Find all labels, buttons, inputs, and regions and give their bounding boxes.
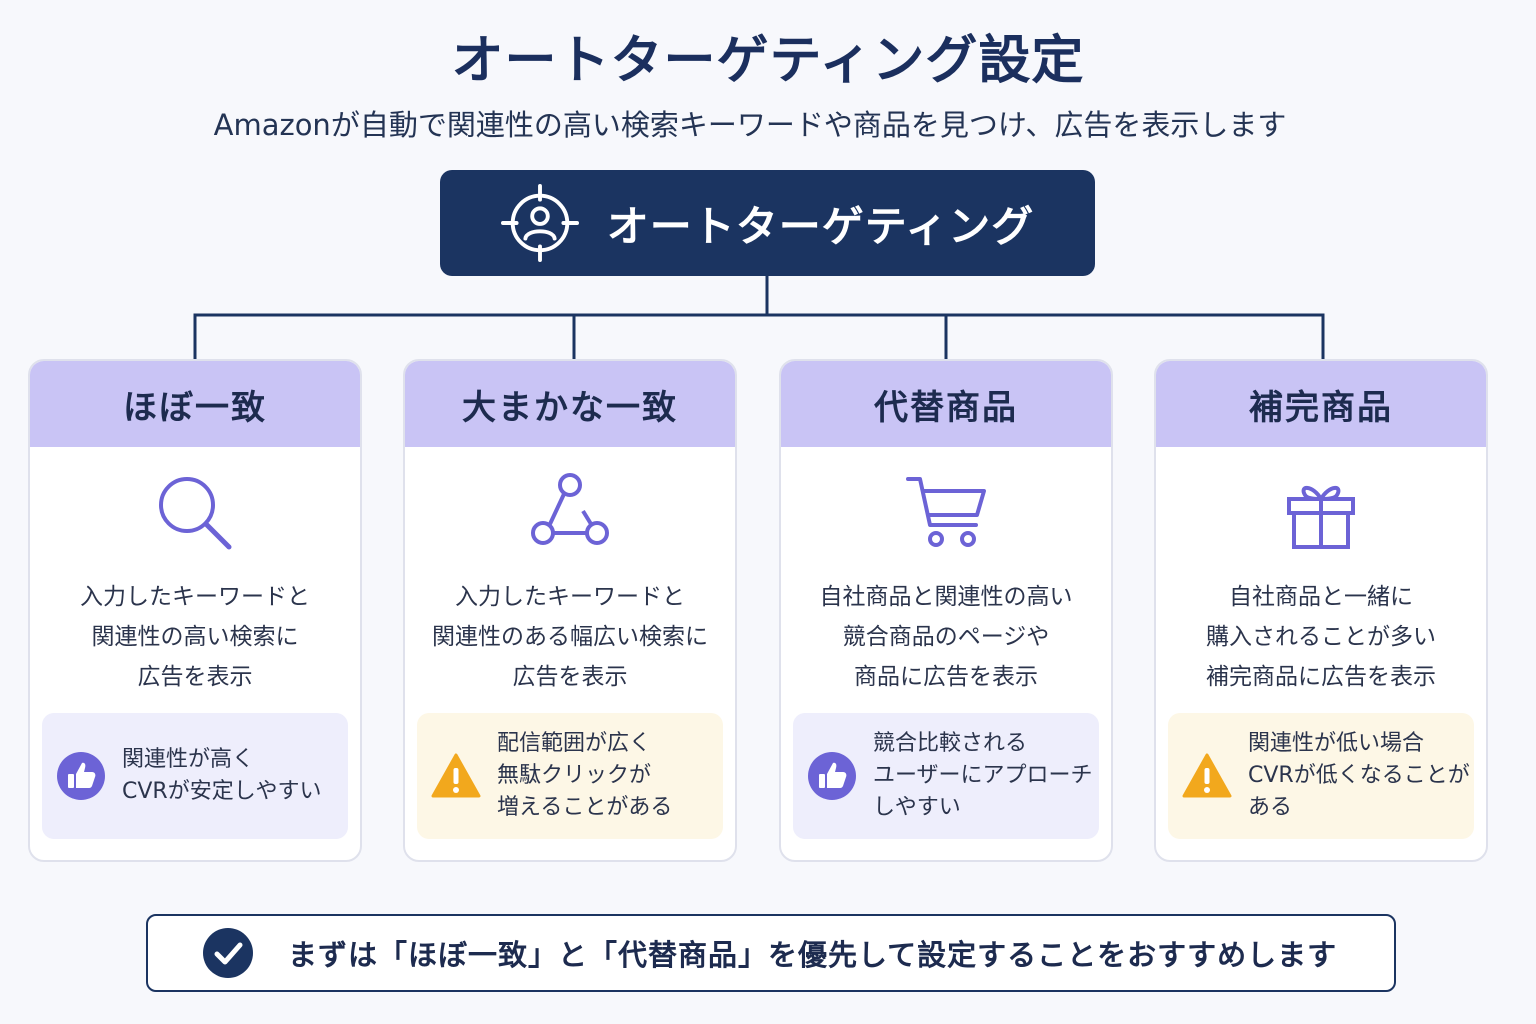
root-node: オートターゲティング [440, 170, 1095, 276]
card-description: 自社商品と関連性の高い 競合商品のページや 商品に広告を表示 [819, 584, 1073, 690]
card-description: 入力したキーワードと 関連性のある幅広い検索に 広告を表示 [432, 584, 708, 690]
card-substitute-products: 代替商品 自社商品と関連性の高い 競合商品のページや 商品に広告を表示 競合比較… [779, 359, 1113, 862]
card-header: 大まかな一致 [405, 361, 735, 447]
card-header: 補完商品 [1156, 361, 1486, 447]
root-label: オートターゲティング [606, 201, 1035, 251]
note-box: 関連性が高く CVRが安定しやすい [42, 713, 348, 839]
note-box: 関連性が低い場合 CVRが低くなることが ある [1168, 713, 1474, 839]
warning-icon [431, 753, 481, 798]
card-phrase-match: ほぼ一致 入力したキーワードと 関連性の高い検索に 広告を表示 関連性が高く C… [28, 359, 362, 862]
card-broad-match: 大まかな一致 入力したキーワードと 関連性のある幅広い検索に 広告を表示 配信範… [403, 359, 737, 862]
check-circle-icon [203, 928, 253, 978]
thumbs-up-icon [57, 752, 105, 800]
note-text: 配信範囲が広く 無駄クリックが 増えることがある [497, 731, 673, 820]
card-complement-products: 補完商品 自社商品と一緒に 購入されることが多い 補完商品に広告を表示 関連性が… [1154, 359, 1488, 862]
cart-icon [906, 477, 986, 547]
page-subtitle: Amazonが自動で関連性の高い検索キーワードや商品を見つけ、広告を表示します [213, 108, 1287, 142]
gift-icon [1287, 486, 1355, 549]
page-title: オートターゲティング設定 [451, 31, 1085, 91]
target-user-icon [500, 184, 579, 262]
note-box: 競合比較される ユーザーにアプローチ しやすい [793, 713, 1099, 839]
note-text: 関連性が低い場合 CVRが低くなることが ある [1248, 731, 1470, 820]
note-text: 関連性が高く CVRが安定しやすい [122, 747, 322, 804]
recommendation-text: まずは「ほぼ一致」と「代替商品」を優先して設定することをおすすめします [288, 938, 1338, 972]
card-header: ほぼ一致 [30, 361, 360, 447]
warning-icon [1182, 753, 1232, 798]
search-icon [159, 477, 232, 550]
thumbs-up-icon [808, 752, 856, 800]
network-icon [531, 473, 609, 545]
recommendation-banner: まずは「ほぼ一致」と「代替商品」を優先して設定することをおすすめします [146, 914, 1396, 992]
note-box: 配信範囲が広く 無駄クリックが 増えることがある [417, 713, 723, 839]
card-description: 入力したキーワードと 関連性の高い検索に 広告を表示 [80, 584, 310, 690]
card-description: 自社商品と一緒に 購入されることが多い 補完商品に広告を表示 [1206, 584, 1436, 690]
card-header: 代替商品 [781, 361, 1111, 447]
note-text: 競合比較される ユーザーにアプローチ しやすい [873, 731, 1093, 820]
